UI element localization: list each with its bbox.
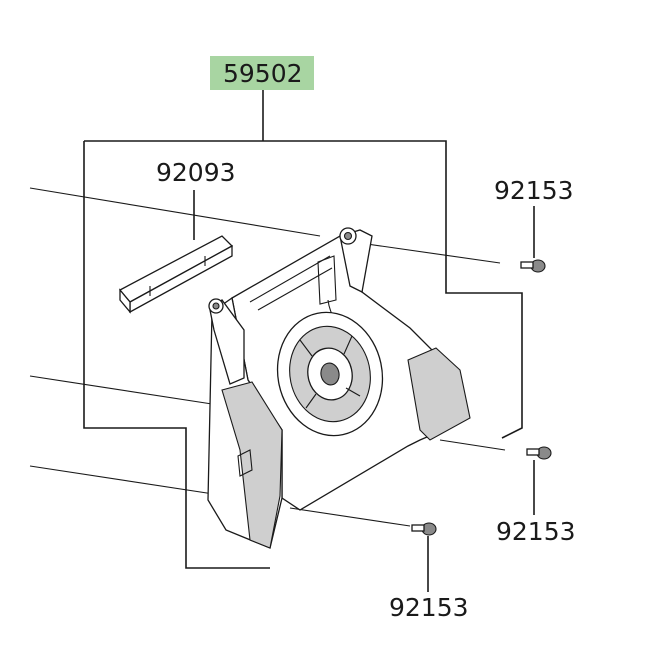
screw-right-part[interactable]: [526, 446, 552, 460]
assembly-label-highlight: [210, 56, 314, 90]
assembly-part-number: 59502: [223, 59, 303, 88]
assembly-bracket: [83, 90, 523, 569]
screw-top-part-number[interactable]: 92153: [494, 176, 574, 205]
assembly-label[interactable]: 59502: [210, 56, 314, 90]
fan-rotor[interactable]: [266, 303, 394, 446]
clip-part-number[interactable]: 92093: [156, 158, 236, 187]
screw-bottom-part[interactable]: [411, 522, 437, 536]
screw-top-part[interactable]: [520, 259, 546, 273]
screw-bottom-part-number[interactable]: 92153: [389, 593, 469, 622]
screw-right-part-number[interactable]: 92153: [496, 517, 576, 546]
clip-part[interactable]: [118, 235, 234, 314]
